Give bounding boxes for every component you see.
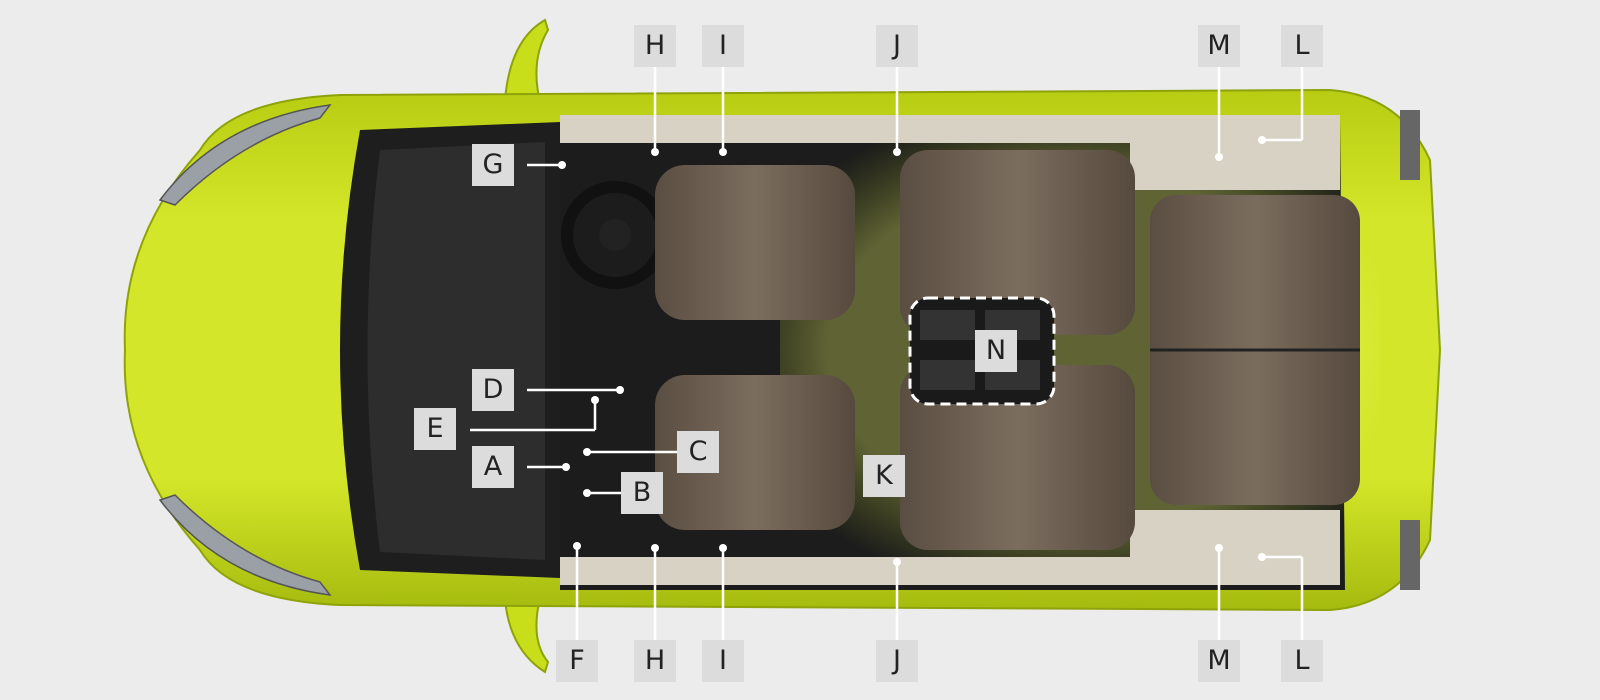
- label-f: F: [556, 640, 598, 682]
- left-mirror: [503, 18, 550, 104]
- door-trim-top: [560, 115, 1340, 143]
- label-h-top: H: [634, 25, 676, 67]
- headlight-top: [158, 104, 332, 206]
- label-g: G: [472, 144, 514, 186]
- rear-light-top: [1400, 110, 1420, 180]
- leader-dots: [558, 136, 1266, 566]
- label-m-bottom: M: [1198, 640, 1240, 682]
- label-l-top: L: [1281, 25, 1323, 67]
- right-mirror: [503, 596, 550, 674]
- label-b: B: [621, 472, 663, 514]
- label-k: K: [863, 455, 905, 497]
- leader-lines: [470, 67, 1304, 640]
- label-c: C: [677, 431, 719, 473]
- label-d: D: [472, 369, 514, 411]
- label-j-top: J: [876, 25, 918, 67]
- label-i-top: I: [702, 25, 744, 67]
- passenger-seat: [655, 375, 855, 530]
- rear-light-bottom: [1400, 520, 1420, 590]
- label-a: A: [472, 446, 514, 488]
- door-trim-bottom: [560, 557, 1340, 585]
- dashboard: [367, 142, 545, 560]
- label-l-bottom: L: [1281, 640, 1323, 682]
- second-row-seat-left: [900, 150, 1135, 335]
- driver-seat: [655, 165, 855, 320]
- label-h-bottom: H: [634, 640, 676, 682]
- label-e: E: [414, 408, 456, 450]
- headlight-bottom: [158, 494, 332, 596]
- second-row-seat-right: [900, 365, 1135, 550]
- label-i-bottom: I: [702, 640, 744, 682]
- label-n: N: [975, 330, 1017, 372]
- label-m-top: M: [1198, 25, 1240, 67]
- label-j-bottom: J: [876, 640, 918, 682]
